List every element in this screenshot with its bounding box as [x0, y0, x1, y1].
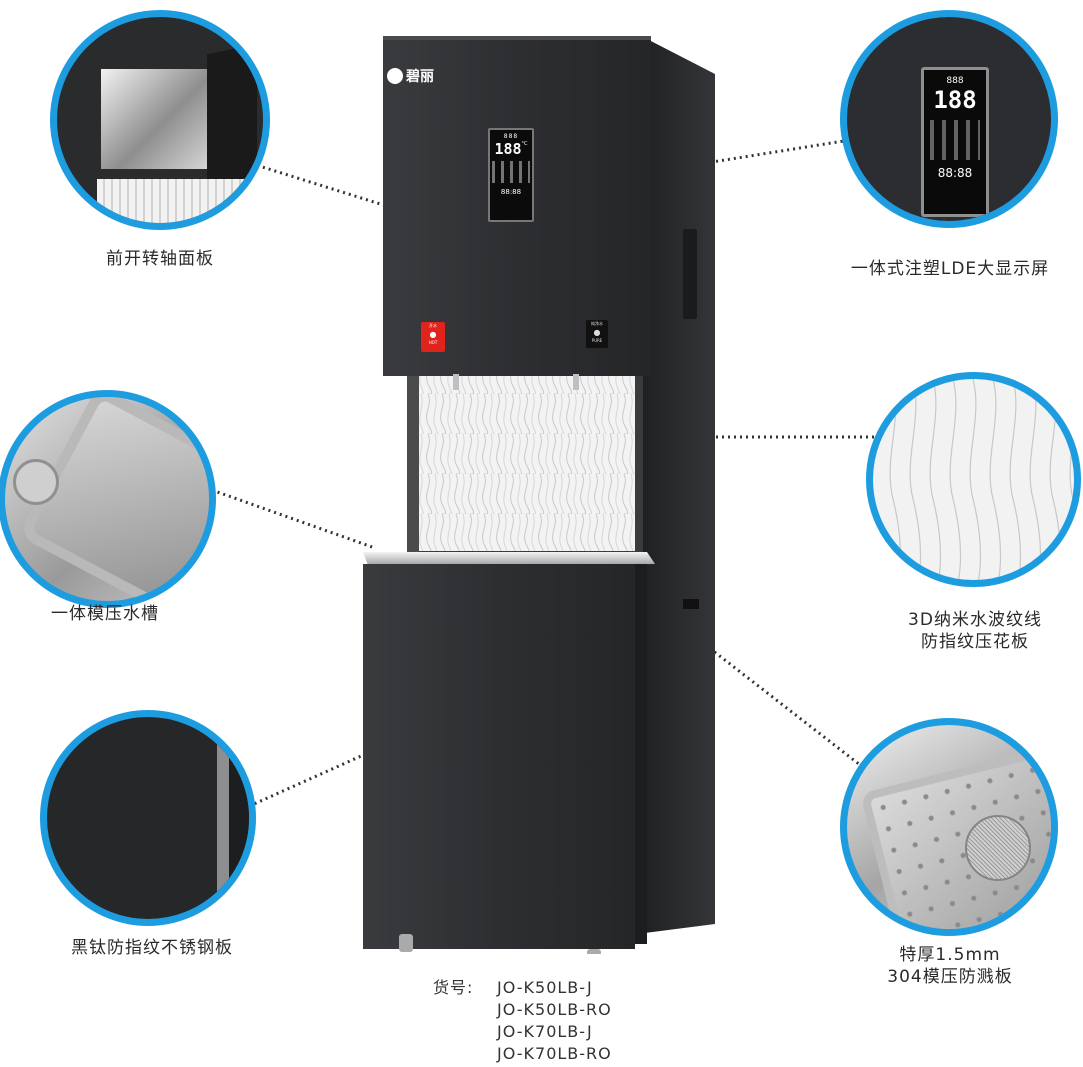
feature-circle-screen: 888 188 88:88: [840, 10, 1058, 228]
closeup-small-digits: 888: [946, 76, 964, 86]
display-small-digits: 888: [503, 133, 519, 140]
pure-sub-label: PURE: [591, 338, 603, 343]
logo-icon: [387, 68, 403, 84]
front-display: 888 188 °C 88:88: [488, 128, 534, 222]
drop-icon: ●: [593, 328, 601, 337]
leader-sink: [177, 476, 376, 550]
leader-panel: [239, 158, 426, 220]
model-number: JO-K70LB-J: [497, 1022, 593, 1041]
pure-water-button[interactable]: 纯净水 ● PURE: [586, 320, 608, 348]
closeup-bottom-digits: 88:88: [937, 166, 973, 180]
hot-sub-label: HOT: [428, 340, 438, 345]
display-bottom-digits: 88:88: [500, 188, 522, 196]
feature-label-splash: 特厚1.5mm 304模压防溅板: [887, 945, 1013, 987]
model-number: JO-K50LB-RO: [497, 1000, 612, 1019]
feature-circle-panel: [50, 10, 270, 230]
feature-label-screen: 一体式注塑LDE大显示屏: [850, 259, 1050, 279]
feature-label-steel: 黑钛防指纹不锈钢板: [71, 938, 233, 958]
logo-text: 碧丽: [406, 69, 434, 85]
display-unit: °C: [521, 141, 528, 147]
model-prefix: 货号:: [433, 978, 474, 997]
drop-icon: ●: [429, 330, 437, 339]
water-dispenser: [355, 34, 720, 959]
feature-circle-splash: [840, 718, 1058, 936]
model-number: JO-K50LB-J: [497, 978, 593, 997]
display-big-digits: 188: [494, 140, 522, 158]
hot-water-button[interactable]: 开水 ● HOT: [421, 322, 445, 352]
feature-circle-pattern: [866, 372, 1081, 587]
feature-label-pattern: 3D纳米水波纹线 防指纹压花板: [908, 610, 1042, 652]
closeup-big-digits: 188: [933, 86, 977, 114]
feature-circle-sink: [0, 390, 216, 608]
pure-label: 纯净水: [591, 321, 603, 326]
feature-label-sink: 一体模压水槽: [51, 604, 159, 624]
feature-label-panel: 前开转轴面板: [106, 249, 214, 269]
feature-circle-steel: [40, 710, 256, 926]
brand-logo: 碧丽: [387, 66, 434, 86]
hot-label: 开水: [429, 323, 437, 328]
model-number: JO-K70LB-RO: [497, 1044, 612, 1063]
